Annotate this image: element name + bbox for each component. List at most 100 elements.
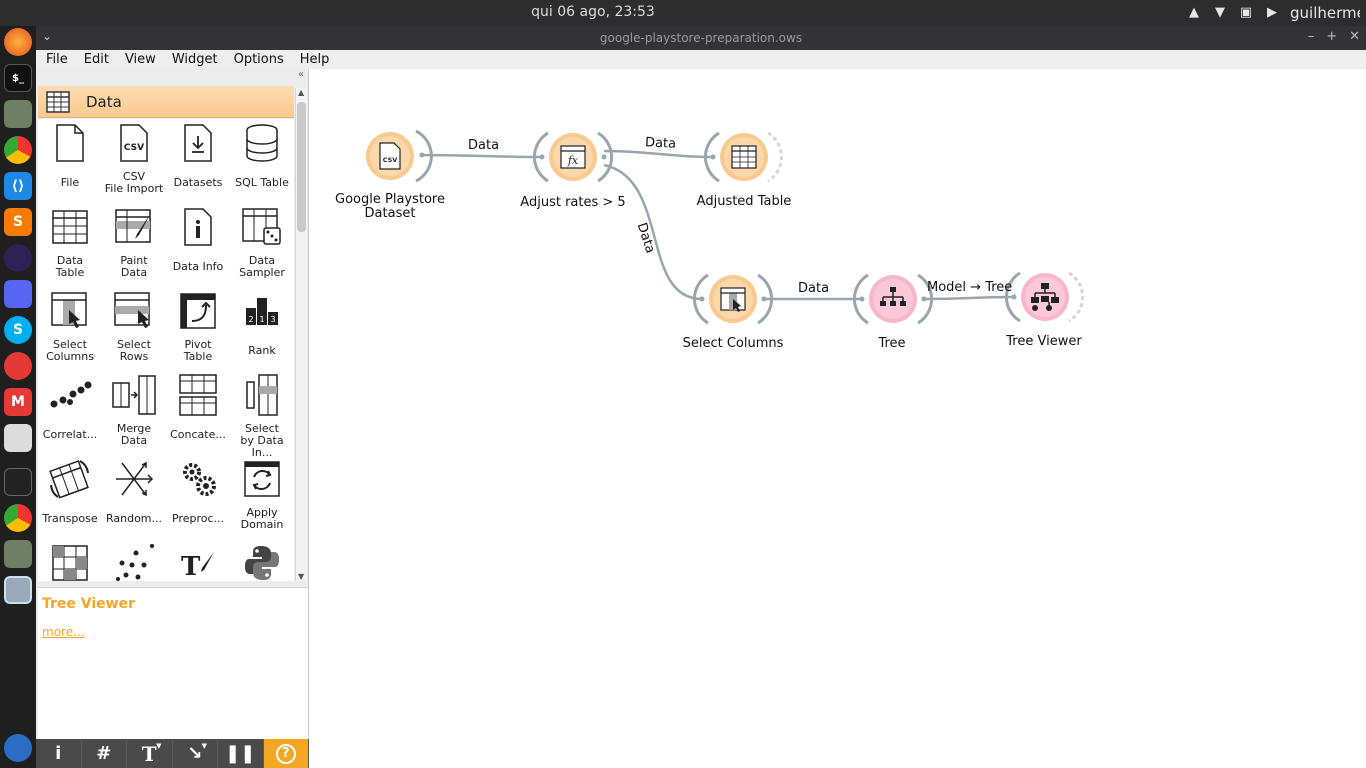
widget-transpose[interactable]: Transpose bbox=[38, 455, 102, 539]
chrome2-icon[interactable] bbox=[4, 504, 32, 532]
svg-text:CSV: CSV bbox=[383, 156, 398, 164]
toolbox-scrollbar[interactable]: ▲ ▼ bbox=[295, 88, 307, 581]
menu-edit[interactable]: Edit bbox=[83, 52, 109, 67]
sublime-icon[interactable]: S bbox=[4, 208, 32, 236]
volume-icon[interactable]: ▶ bbox=[1267, 5, 1277, 20]
terminal-icon[interactable]: $_ bbox=[4, 64, 32, 92]
svg-text:fx: fx bbox=[567, 154, 579, 167]
widget-data-info[interactable]: Data Info bbox=[166, 203, 230, 287]
notification-bell-icon[interactable]: ▲ bbox=[1189, 5, 1199, 20]
pivot-table-icon bbox=[180, 293, 216, 329]
eclipse-icon[interactable] bbox=[4, 244, 32, 272]
node-tree[interactable] bbox=[852, 273, 934, 325]
widget-python-item[interactable] bbox=[230, 539, 294, 581]
workflow-canvas[interactable]: CSV fx bbox=[310, 69, 1366, 768]
clipboard-icon[interactable]: ▣ bbox=[1239, 5, 1253, 20]
data-sampler-icon bbox=[242, 208, 281, 245]
menu-file[interactable]: File bbox=[46, 52, 68, 67]
datasets-icon bbox=[184, 124, 212, 162]
firefox-icon[interactable] bbox=[4, 28, 32, 56]
files-icon[interactable] bbox=[4, 100, 32, 128]
menu-options[interactable]: Options bbox=[233, 52, 284, 67]
widget-file[interactable]: File bbox=[38, 119, 102, 203]
vscode-icon[interactable]: ⟨⟩ bbox=[4, 172, 32, 200]
terminal2-icon[interactable] bbox=[4, 468, 32, 496]
hash-icon: # bbox=[96, 743, 112, 764]
file-icon bbox=[56, 124, 84, 162]
help-button[interactable]: ? bbox=[263, 739, 309, 768]
skype-icon[interactable]: S bbox=[4, 316, 32, 344]
menu-widget[interactable]: Widget bbox=[171, 52, 218, 67]
category-header-data[interactable]: Data bbox=[38, 86, 294, 118]
arrow-annotation-button[interactable]: ↘▼ bbox=[173, 739, 218, 768]
node-label-select-columns: Select Columns bbox=[682, 336, 784, 351]
files2-icon[interactable] bbox=[4, 540, 32, 568]
mega-icon[interactable]: M bbox=[4, 388, 32, 416]
wifi-icon[interactable]: ▼ bbox=[1215, 5, 1225, 20]
image-viewer-icon[interactable] bbox=[4, 424, 32, 452]
close-icon[interactable]: ✕ bbox=[1349, 29, 1360, 44]
widget-sql-table[interactable]: SQL Table bbox=[230, 119, 294, 203]
minimize-icon[interactable]: – bbox=[1307, 29, 1315, 44]
text-annotation-button[interactable]: T▼ bbox=[127, 739, 173, 768]
window-active-icon[interactable] bbox=[4, 576, 32, 604]
arrow-icon: ↘ bbox=[187, 743, 203, 764]
transpose-icon bbox=[49, 460, 89, 499]
widget-preprocess[interactable]: Preproc... bbox=[166, 455, 230, 539]
pause-button[interactable]: ❚❚ bbox=[218, 739, 264, 768]
collapse-panel-icon[interactable]: « bbox=[297, 69, 304, 80]
chrome-icon[interactable] bbox=[4, 136, 32, 164]
link-csv-formula[interactable] bbox=[421, 153, 543, 159]
menu-help[interactable]: Help bbox=[299, 52, 330, 67]
user-name[interactable]: guilherme bbox=[1290, 4, 1360, 22]
menu-view[interactable]: View bbox=[124, 52, 156, 67]
python-icon bbox=[245, 546, 279, 580]
xfce-menu-icon[interactable] bbox=[4, 734, 32, 762]
info-button[interactable]: i bbox=[36, 739, 82, 768]
widget-scatter-item[interactable] bbox=[102, 539, 166, 581]
link-formula-selcols[interactable] bbox=[603, 163, 703, 301]
widget-correlations[interactable]: Correlat... bbox=[38, 371, 102, 455]
scrollbar-thumb[interactable] bbox=[297, 102, 306, 232]
widget-grid-item[interactable] bbox=[38, 539, 102, 581]
widget-text-edit-item[interactable]: T bbox=[166, 539, 230, 581]
menu-bar: File Edit View Widget Options Help bbox=[36, 50, 1366, 69]
svg-text:3: 3 bbox=[270, 315, 275, 324]
link-formula-table[interactable] bbox=[603, 149, 714, 159]
widget-randomize[interactable]: Random... bbox=[102, 455, 166, 539]
scroll-up-icon[interactable]: ▲ bbox=[298, 88, 305, 97]
text-edit-icon: T bbox=[181, 552, 214, 578]
app-red-icon[interactable] bbox=[4, 352, 32, 380]
maximize-icon[interactable]: + bbox=[1326, 29, 1338, 44]
link-tree-treeviewer[interactable] bbox=[923, 295, 1015, 301]
dropdown-arrow-icon: ▼ bbox=[201, 742, 207, 750]
help-more-link[interactable]: more... bbox=[42, 625, 85, 639]
csv-file-icon: CSV bbox=[120, 124, 148, 162]
node-select-columns[interactable] bbox=[692, 273, 774, 325]
node-tree-viewer[interactable] bbox=[1004, 271, 1085, 323]
window-menu-chevron-icon[interactable]: ⌄ bbox=[42, 29, 53, 43]
node-adjust-rates[interactable]: fx bbox=[532, 131, 614, 183]
system-clock[interactable]: qui 06 ago, 23:53 bbox=[531, 4, 655, 20]
category-label: Data bbox=[86, 92, 122, 111]
node-adjusted-table[interactable] bbox=[703, 131, 784, 183]
node-google-playstore-dataset[interactable]: CSV bbox=[366, 129, 433, 183]
scroll-down-icon[interactable]: ▼ bbox=[298, 572, 305, 581]
discord-icon[interactable] bbox=[4, 280, 32, 308]
widget-concatenate[interactable]: Concate... bbox=[166, 371, 230, 455]
grid-button[interactable]: # bbox=[82, 739, 127, 768]
database-icon bbox=[246, 124, 278, 162]
widget-datasets[interactable]: Datasets bbox=[166, 119, 230, 203]
